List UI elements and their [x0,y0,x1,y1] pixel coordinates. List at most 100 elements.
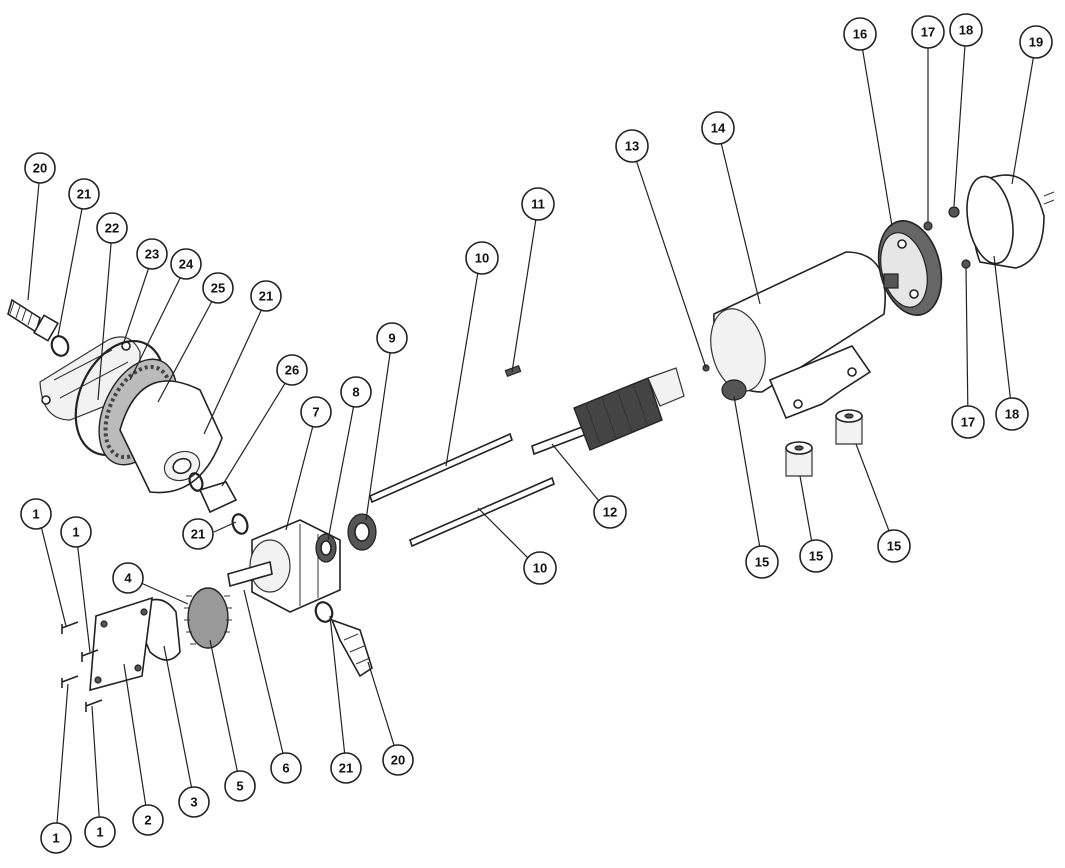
svg-text:16: 16 [853,27,867,42]
part-nut-17-bottom [961,259,971,269]
callout-15: 15 [877,529,911,563]
callout-6: 6 [270,752,302,784]
part-cover-plate [89,596,153,692]
svg-text:15: 15 [887,539,901,554]
callout-21: 21 [250,280,282,312]
svg-text:17: 17 [961,415,975,430]
svg-text:1: 1 [72,525,79,540]
callout-1: 1 [40,822,72,854]
svg-text:17: 17 [921,25,935,40]
callouts-layer: 1 1 1 1 2 3 4 5 6 7 8 9 10 10 11 12 13 1… [20,13,1053,854]
part-o-ring-bottom [314,601,334,623]
svg-text:18: 18 [1005,407,1019,422]
callout-5: 5 [224,770,256,802]
part-end-cap [966,174,1055,269]
callout-3: 3 [178,786,210,818]
callout-2: 2 [132,804,164,836]
svg-text:21: 21 [339,761,353,776]
callout-1: 1 [20,498,52,530]
part-gear [184,587,232,649]
svg-text:15: 15 [809,549,823,564]
part-bearing-small [315,533,337,563]
svg-text:19: 19 [1029,35,1043,50]
callout-20: 20 [382,744,414,776]
svg-text:8: 8 [352,385,359,400]
callout-23: 23 [136,238,168,270]
svg-text:12: 12 [603,505,617,520]
svg-text:26: 26 [285,363,299,378]
callout-22: 22 [96,212,128,244]
callout-17: 17 [911,15,945,49]
callout-26: 26 [276,354,308,386]
callout-24: 24 [170,248,202,280]
svg-text:6: 6 [282,761,289,776]
part-nut-18-top [948,206,960,218]
callout-4: 4 [112,562,144,594]
callout-21: 21 [330,752,362,784]
callout-19: 19 [1019,25,1053,59]
svg-text:1: 1 [52,831,59,846]
svg-text:22: 22 [105,221,119,236]
part-o-ring-mid [188,472,204,492]
svg-text:18: 18 [959,23,973,38]
callout-25: 25 [202,272,234,304]
part-screws [61,621,103,712]
callout-1: 1 [60,516,92,548]
leader-lines [27,29,1037,837]
svg-text:21: 21 [191,527,205,542]
callout-18: 18 [995,397,1029,431]
svg-text:3: 3 [190,795,197,810]
svg-text:21: 21 [77,187,91,202]
part-drive-shaft [227,560,273,588]
part-hose-barb-bottom [330,618,373,678]
callout-1: 1 [84,816,116,848]
svg-text:20: 20 [391,753,405,768]
callout-13: 13 [615,129,649,163]
callout-21: 21 [182,518,214,550]
callout-12: 12 [593,495,627,529]
callout-10: 10 [465,241,499,275]
part-o-ring-lower [231,513,249,535]
svg-text:21: 21 [259,289,273,304]
part-o-ring-top [50,335,70,357]
part-grommet-a [721,379,747,401]
callout-20: 20 [24,152,56,184]
callout-14: 14 [701,111,735,145]
svg-text:2: 2 [144,813,151,828]
callout-11: 11 [521,187,555,221]
svg-text:10: 10 [475,251,489,266]
svg-text:15: 15 [755,555,769,570]
part-filter-cap [119,380,223,494]
part-motor-housing [710,251,886,420]
callout-9: 9 [376,322,408,354]
part-nut-17-top [923,221,933,231]
parts-layer [7,174,1055,712]
svg-text:7: 7 [312,405,319,420]
callout-15: 15 [745,545,779,579]
callout-7: 7 [300,396,332,428]
part-grommet-b [785,441,813,477]
callout-8: 8 [340,376,372,408]
svg-text:10: 10 [533,561,547,576]
svg-text:9: 9 [388,331,395,346]
svg-text:4: 4 [124,571,132,586]
svg-text:1: 1 [32,507,39,522]
part-armature [531,367,685,456]
part-fitting [198,481,238,514]
callout-18: 18 [949,13,983,47]
callout-17: 17 [951,405,985,439]
callout-16: 16 [843,17,877,51]
callout-10: 10 [523,551,557,585]
svg-text:5: 5 [236,779,243,794]
svg-text:1: 1 [96,825,103,840]
svg-text:13: 13 [625,139,639,154]
svg-text:11: 11 [531,197,545,212]
svg-text:20: 20 [33,161,47,176]
part-grommet-c [835,409,863,445]
part-key-pin [504,365,522,377]
svg-text:14: 14 [711,121,726,136]
part-tie-rod-upper [369,432,513,504]
svg-text:23: 23 [145,247,159,262]
svg-text:24: 24 [179,257,194,272]
